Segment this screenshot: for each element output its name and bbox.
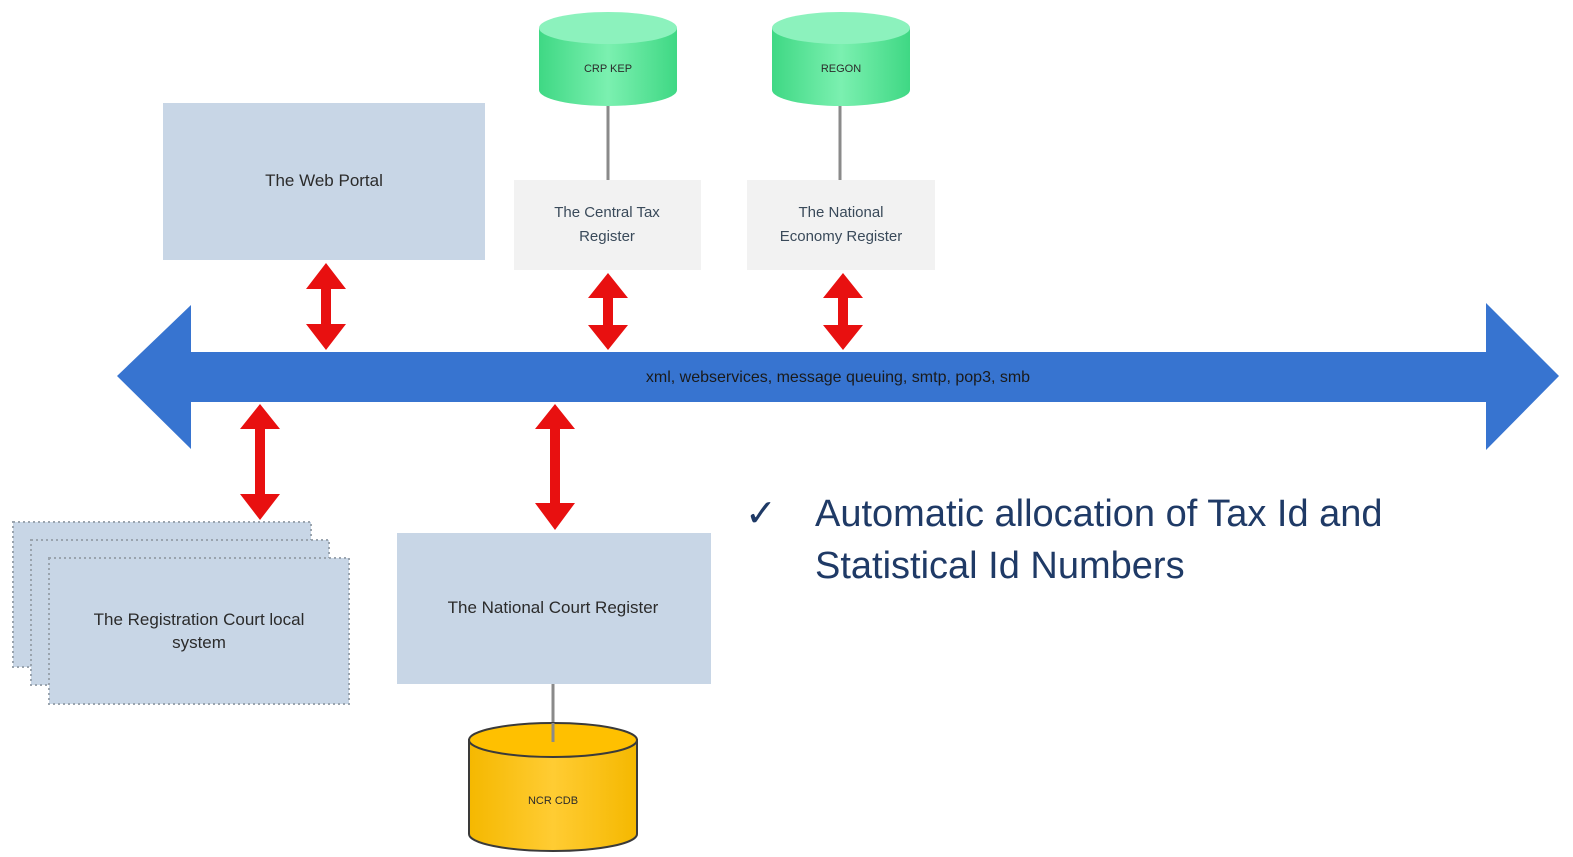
web-portal-bus-arrow [306,263,346,350]
registration-court-label-line2: system [172,633,226,652]
arrows [240,263,863,530]
check-icon: ✓ [745,493,777,535]
central-tax-register-box [514,180,701,270]
feature-bullet-text: Automatic allocation of Tax Id and Stati… [815,493,1383,587]
central-tax-register-label-line1: The Central Tax [554,204,660,221]
national-economy-register-box [747,180,935,270]
regon-database: REGON [772,12,910,106]
registration-court-stack [12,521,350,705]
web-portal-box [163,103,485,260]
bus-protocols-label: xml, webservices, message queuing, smtp,… [646,369,1030,386]
national-economy-bus-arrow [823,273,863,350]
crp-kep-database: CRP KEP [539,12,677,106]
crp-kep-label: CRP KEP [584,63,632,75]
regon-label: REGON [821,63,861,75]
national-court-bus-arrow [535,404,575,530]
national-economy-register-label-line1: The National [798,204,883,221]
central-tax-register-label-line2: Register [579,228,635,245]
national-economy-register-label-line2: Economy Register [780,228,903,245]
registration-court-label-line1: The Registration Court local [94,610,305,629]
national-court-register-box [397,533,711,684]
feature-bullet: ✓ Automatic allocation of Tax Id and Sta… [745,488,1555,592]
ncr-cdb-database: NCR CDB [468,722,638,852]
central-tax-bus-arrow [588,273,628,350]
registration-court-bus-arrow [240,404,280,520]
ncr-cdb-label: NCR CDB [528,795,578,807]
integration-bus [117,303,1559,450]
web-portal-label: The Web Portal [265,171,383,190]
national-court-register-label: The National Court Register [448,598,659,617]
